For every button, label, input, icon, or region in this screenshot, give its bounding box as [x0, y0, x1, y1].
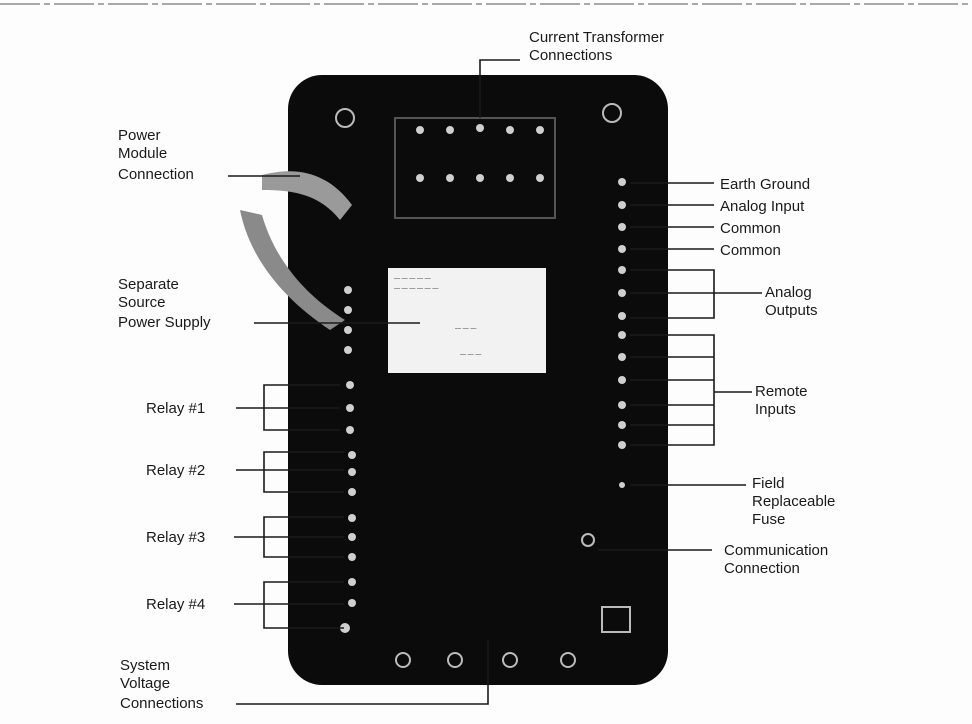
left-terminal	[348, 599, 356, 607]
device-body: — — — — — — — — — — — — — — — — —	[240, 75, 668, 685]
ct-terminal	[536, 174, 544, 182]
right-terminal	[618, 421, 626, 429]
right-terminal	[618, 223, 626, 231]
label-system-voltage-3: Connections	[120, 695, 203, 712]
label-separate-source-1: Separate	[118, 276, 179, 293]
label-field-fuse-1: Field	[752, 475, 785, 492]
label-common-2: Common	[720, 242, 781, 259]
ct-terminal	[476, 174, 484, 182]
ct-terminal	[446, 174, 454, 182]
label-current-transformer-1: Current Transformer	[529, 29, 664, 46]
label-remote-inputs-1: Remote	[755, 383, 808, 400]
label-system-voltage-2: Voltage	[120, 675, 170, 692]
right-terminal	[618, 441, 626, 449]
label-current-transformer-2: Connections	[529, 47, 612, 64]
right-terminal	[618, 312, 626, 320]
left-terminal	[346, 404, 354, 412]
left-terminal	[348, 451, 356, 459]
label-separate-source-2: Source	[118, 294, 166, 311]
left-terminal	[344, 306, 352, 314]
right-terminal	[618, 289, 626, 297]
label-communication-2: Connection	[724, 560, 800, 577]
right-terminal	[618, 376, 626, 384]
left-terminal	[348, 533, 356, 541]
ct-terminal	[446, 126, 454, 134]
label-relay-2: Relay #2	[146, 462, 205, 479]
label-field-fuse-2: Replaceable	[752, 493, 835, 510]
panel-text-line: — — — — — —	[394, 286, 438, 292]
left-terminal	[348, 553, 356, 561]
label-separate-source-3: Power Supply	[118, 314, 211, 331]
left-terminal	[344, 346, 352, 354]
label-analog-outputs-2: Outputs	[765, 302, 818, 319]
label-common-1: Common	[720, 220, 781, 237]
panel-text-line: — — —	[460, 352, 481, 358]
label-analog-input: Analog Input	[720, 198, 805, 215]
label-relay-3: Relay #3	[146, 529, 205, 546]
label-remote-inputs-2: Inputs	[755, 401, 796, 418]
left-terminal	[346, 426, 354, 434]
ct-terminal	[416, 126, 424, 134]
label-power-module-1: Power	[118, 127, 161, 144]
label-system-voltage-1: System	[120, 657, 170, 674]
fuse-holder	[619, 482, 625, 488]
right-terminal	[618, 353, 626, 361]
label-power-module-2: Module	[118, 145, 167, 162]
panel-text-line: — — —	[455, 326, 476, 332]
left-terminal	[344, 286, 352, 294]
left-terminal	[348, 488, 356, 496]
label-analog-outputs-1: Analog	[765, 284, 812, 301]
label-field-fuse-3: Fuse	[752, 511, 785, 528]
ct-terminal	[506, 174, 514, 182]
left-terminal	[348, 514, 356, 522]
right-terminal	[618, 266, 626, 274]
label-relay-1: Relay #1	[146, 400, 205, 417]
left-terminal	[348, 468, 356, 476]
label-earth-ground: Earth Ground	[720, 176, 810, 193]
device-case	[288, 75, 668, 685]
right-terminal	[618, 331, 626, 339]
label-communication-1: Communication	[724, 542, 828, 559]
left-terminal	[348, 578, 356, 586]
left-terminal	[344, 326, 352, 334]
label-relay-4: Relay #4	[146, 596, 205, 613]
right-terminal	[618, 201, 626, 209]
right-terminal	[618, 178, 626, 186]
label-power-module-3: Connection	[118, 166, 194, 183]
ct-terminal	[416, 174, 424, 182]
left-terminal	[346, 381, 354, 389]
right-terminal	[618, 245, 626, 253]
ct-terminal	[506, 126, 514, 134]
panel-text-line: — — — — —	[394, 276, 431, 282]
ct-terminal	[476, 124, 484, 132]
ct-terminal	[536, 126, 544, 134]
right-terminal	[618, 401, 626, 409]
